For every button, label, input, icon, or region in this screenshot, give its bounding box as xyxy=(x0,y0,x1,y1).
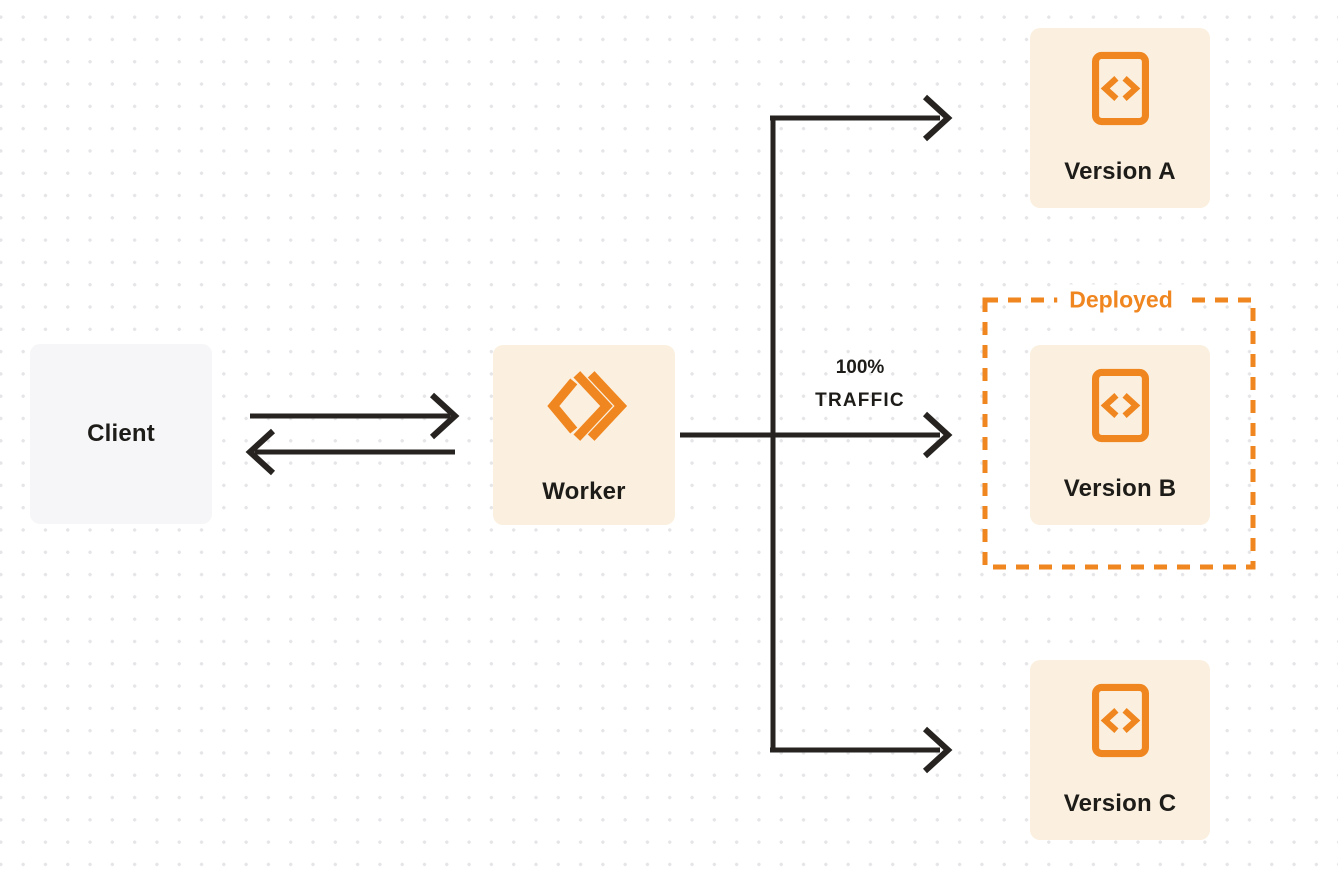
workers-logo-icon xyxy=(539,365,629,452)
version-c-label: Version C xyxy=(1063,790,1177,817)
traffic-percent: 100% xyxy=(835,357,885,378)
edge-worker-to-version-b xyxy=(680,411,953,459)
worker-label: Worker xyxy=(542,477,626,505)
deployed-group-border xyxy=(982,297,1256,570)
version-b-label: Version B xyxy=(1063,475,1177,502)
version-a-label: Version A xyxy=(1064,158,1176,185)
edge-worker-to-client xyxy=(245,428,455,476)
node-worker: Worker xyxy=(493,345,675,525)
node-version-a: Version A xyxy=(1030,28,1210,208)
code-file-icon xyxy=(1091,682,1149,764)
edge-worker-to-version-c xyxy=(770,726,953,774)
deployed-annotation: Deployed xyxy=(1057,284,1185,316)
client-label: Client xyxy=(87,420,155,447)
code-file-icon xyxy=(1091,50,1149,132)
code-file-icon xyxy=(1091,367,1149,449)
node-client: Client xyxy=(30,344,212,524)
edge-client-to-worker xyxy=(250,392,460,440)
traffic-annotation: 100% TRAFFIC xyxy=(815,351,905,418)
traffic-word: TRAFFIC xyxy=(815,390,905,412)
edge-worker-to-version-a xyxy=(770,94,953,142)
node-version-c: Version C xyxy=(1030,660,1210,840)
node-version-b: Version B xyxy=(1030,345,1210,525)
